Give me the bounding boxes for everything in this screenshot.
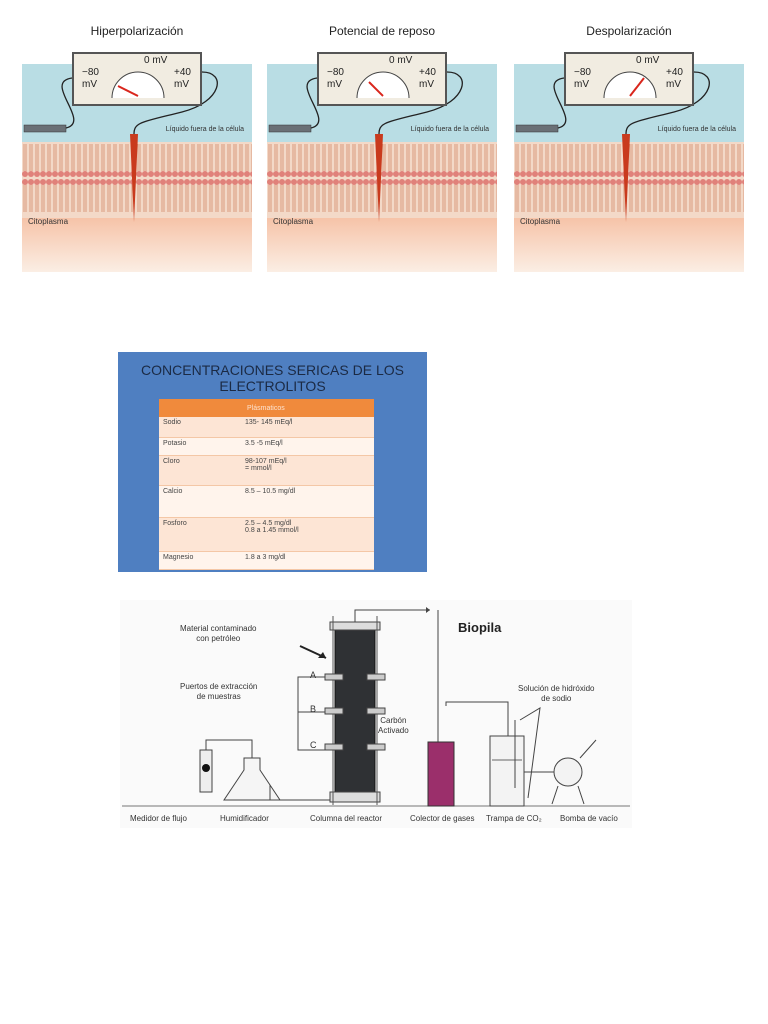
panel-title: Hiperpolarización	[90, 24, 184, 38]
cytoplasm-label: Citoplasma	[520, 217, 561, 226]
meter-dial	[111, 71, 165, 99]
gas-collector	[427, 741, 455, 807]
outside-label: Líquido fuera de la célula	[410, 126, 489, 133]
electrolyte-value: 2.5 – 4.5 mg/dl 0.8 a 1.45 mmol/l	[241, 517, 374, 552]
meter-pos-label: +40	[666, 67, 683, 78]
meter-zero-label: 0 mV	[636, 55, 660, 66]
meter-dial	[356, 71, 410, 99]
vacuum-pump-label: Bomba de vacío	[560, 814, 618, 823]
electrolyte-name: Calcio	[159, 485, 241, 518]
carbon-label: Carbón Activado	[378, 716, 409, 735]
biopila-drawing	[122, 607, 630, 807]
electrolyte-value: 135- 145 mEq/l	[241, 417, 374, 438]
meter-unit-label: mV	[574, 79, 589, 90]
cytoplasm-label: Citoplasma	[28, 217, 69, 226]
membrane-diagram	[514, 64, 744, 272]
electrolyte-value: 8.5 – 10.5 mg/dl	[241, 485, 374, 518]
hiperpolarizacion-panel: Hiperpolarización 0 mV −80 mV +40 mV Líq…	[22, 22, 252, 272]
port-b-label: B	[310, 704, 317, 714]
naoh-label: Solución de hidróxido de sodio	[518, 684, 595, 703]
panel-title: Potencial de reposo	[328, 24, 436, 38]
voltmeter: 0 mV −80 mV +40 mV	[564, 52, 694, 106]
meter-needle	[629, 77, 645, 97]
electrolyte-name: Cloro	[159, 455, 241, 486]
meter-zero-label: 0 mV	[389, 55, 413, 66]
meter-unit-label: mV	[327, 79, 342, 90]
meter-neg-label: −80	[82, 67, 99, 78]
co2-trap-label: Trampa de CO₂	[486, 814, 542, 823]
cytoplasm-label: Citoplasma	[273, 217, 314, 226]
meter-pos-label: +40	[174, 67, 191, 78]
meter-unit-label: mV	[82, 79, 97, 90]
meter-unit-label: mV	[419, 79, 434, 90]
electrolyte-value: 3.5 -5 mEq/l	[241, 437, 374, 456]
potencial-reposo-panel: Potencial de reposo 0 mV −80 mV +40 mV L…	[267, 22, 497, 272]
electrolyte-value: 98-107 mEq/l = mmol/l	[241, 455, 374, 486]
electrolyte-value: 1.8 a 3 mg/dl	[241, 551, 374, 570]
port-a-label: A	[310, 670, 317, 680]
meter-needle	[368, 81, 384, 97]
electrolyte-name: Fosforo	[159, 517, 241, 552]
voltmeter: 0 mV −80 mV +40 mV	[72, 52, 202, 106]
meter-neg-label: −80	[327, 67, 344, 78]
meter-pos-label: +40	[419, 67, 436, 78]
meter-dial	[603, 71, 657, 99]
electrolyte-name: Magnesio	[159, 551, 241, 570]
electrolytes-slide: CONCENTRACIONES SERICAS DE LOS ELECTROLI…	[118, 352, 427, 572]
collector-label: Colector de gases	[410, 814, 475, 823]
outside-label: Líquido fuera de la célula	[165, 126, 244, 133]
outside-label: Líquido fuera de la célula	[657, 126, 736, 133]
table-header: Plásmaticos	[159, 399, 374, 417]
meter-neg-label: −80	[574, 67, 591, 78]
meter-unit-label: mV	[174, 79, 189, 90]
material-label: Material contaminado con petróleo	[180, 624, 257, 643]
panel-title: Despolarización	[586, 24, 672, 38]
electrolyte-name: Sodio	[159, 417, 241, 438]
meter-needle	[117, 85, 139, 97]
meter-zero-label: 0 mV	[144, 55, 168, 66]
biopila-diagram: Biopila Material contaminado con petróle…	[120, 600, 632, 828]
biopila-title: Biopila	[458, 620, 502, 635]
slide-title: CONCENTRACIONES SERICAS DE LOS ELECTROLI…	[141, 362, 404, 394]
voltmeter: 0 mV −80 mV +40 mV	[317, 52, 447, 106]
flowmeter-label: Medidor de flujo	[130, 814, 187, 823]
electrolyte-name: Potasio	[159, 437, 241, 456]
reactor-label: Columna del reactor	[310, 814, 383, 823]
despolarizacion-panel: Despolarización 0 mV −80 mV +40 mV Líqui…	[514, 22, 744, 272]
sample-ports-label: Puertos de extracción de muestras	[180, 682, 258, 701]
humidifier-label: Humidificador	[220, 814, 269, 823]
port-c-label: C	[310, 740, 317, 750]
meter-unit-label: mV	[666, 79, 681, 90]
